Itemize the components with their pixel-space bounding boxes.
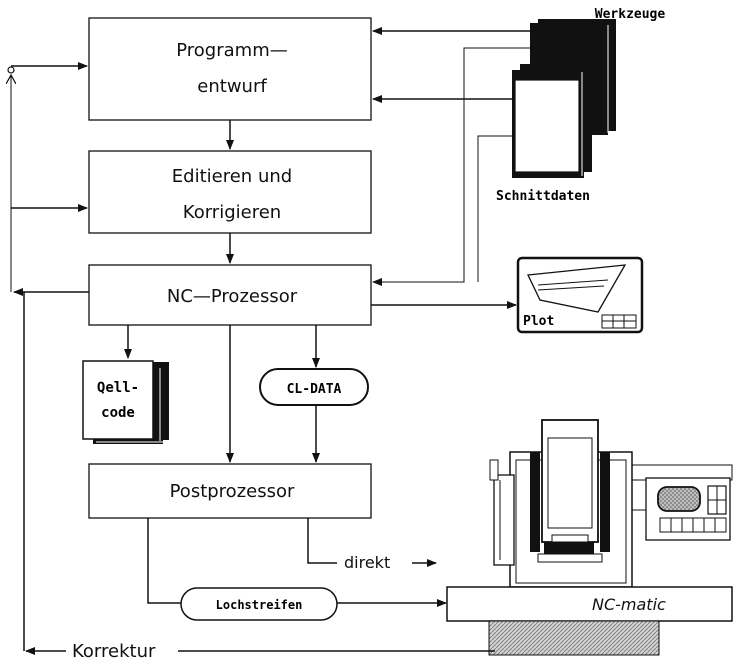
junction-dot-top [7, 66, 15, 74]
cl-data-terminator: CL-DATA [259, 368, 369, 406]
line-werkzeuge-link [372, 47, 530, 286]
quellcode-label-1: Qell- [97, 380, 139, 396]
schnittdaten-label: Schnittdaten [496, 189, 590, 204]
programmentwurf-box: Programm— entwurf [88, 17, 372, 121]
editieren-box: Editieren und Korrigieren [88, 150, 372, 234]
lochstreifen-label: Lochstreifen [216, 598, 303, 612]
postprozessor-box: Postprozessor [88, 463, 372, 519]
lochstreifen-terminator: Lochstreifen [180, 587, 338, 621]
editieren-label-1: Editieren und [172, 166, 292, 187]
editieren-label-2: Korrigieren [183, 202, 281, 223]
cl-data-label: CL-DATA [287, 382, 342, 397]
plot-label: Plot [523, 314, 554, 329]
quellcode-label-2: code [101, 405, 135, 421]
plot-output: Plot [516, 256, 644, 334]
quellcode-stack: Qell- code [82, 360, 169, 444]
line-direkt [307, 518, 337, 564]
direkt-label: direkt [344, 553, 390, 572]
nc-prozessor-box: NC—Prozessor [88, 264, 372, 326]
programmentwurf-label-1: Programm— [176, 40, 287, 61]
korrektur-label: Korrektur [72, 641, 156, 661]
nc-prozessor-label: NC—Prozessor [167, 286, 298, 307]
nc-matic-label: NC-matic [592, 595, 666, 614]
werkzeuge-label: Werkzeuge [595, 7, 666, 22]
line-schnittdaten-link [477, 135, 512, 282]
schnittdaten-binder: Schnittdaten [496, 64, 592, 204]
nc-machine: NC-matic [446, 419, 733, 656]
programmentwurf-label-2: entwurf [197, 76, 267, 97]
line-lochstreifen [147, 518, 181, 604]
postprozessor-label: Postprozessor [170, 481, 295, 502]
